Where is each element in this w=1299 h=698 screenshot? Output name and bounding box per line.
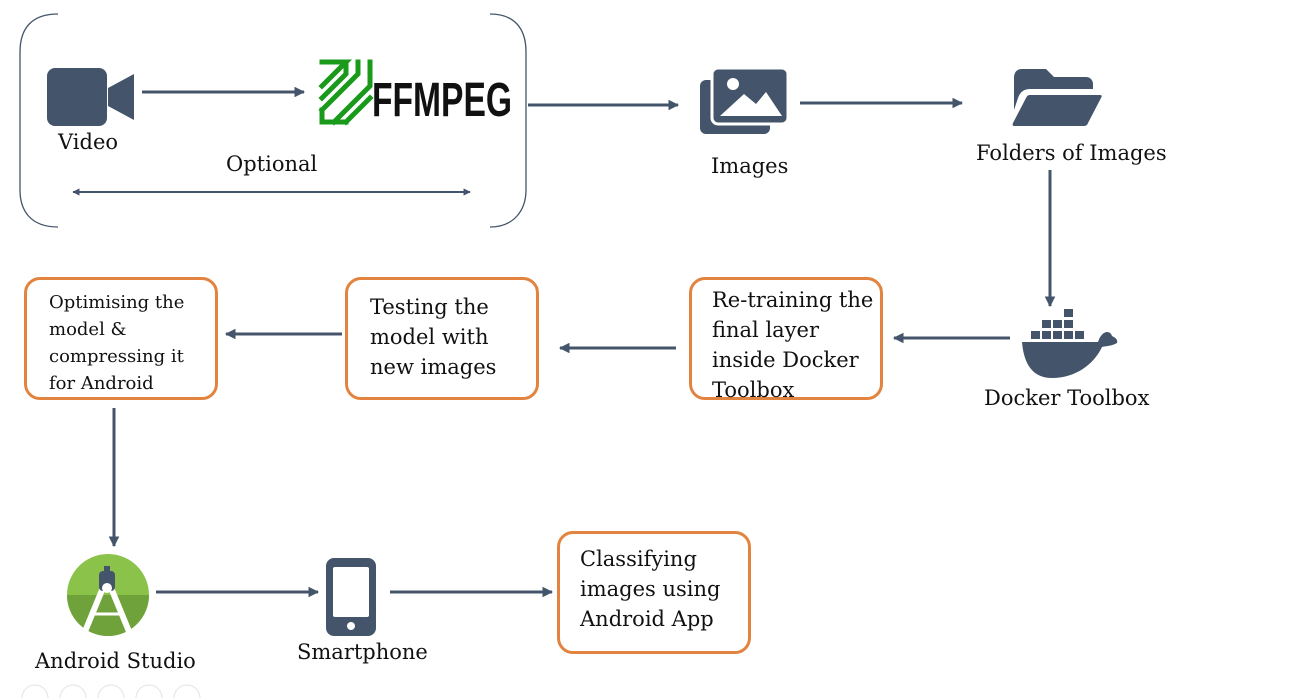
docker-whale-icon bbox=[1022, 309, 1118, 378]
optimise-text: Optimising the model & compressing it fo… bbox=[49, 292, 185, 394]
classify-box: Classifying images using Android App bbox=[557, 531, 751, 654]
optimise-box: Optimising the model & compressing it fo… bbox=[24, 277, 218, 400]
images-icon bbox=[700, 66, 790, 134]
retrain-box: Re-training the final layer inside Docke… bbox=[689, 277, 883, 402]
optional-label: Optional bbox=[226, 152, 318, 176]
android-studio-label: Android Studio bbox=[35, 649, 196, 673]
ffmpeg-logo: FFMPEG bbox=[318, 59, 512, 127]
smartphone-label: Smartphone bbox=[297, 640, 428, 664]
folders-label: Folders of Images bbox=[976, 141, 1167, 165]
docker-label: Docker Toolbox bbox=[984, 386, 1150, 410]
ffmpeg-logo-text: FFMPEG bbox=[372, 74, 512, 127]
optional-group-bracket bbox=[19, 13, 527, 228]
retrain-text: Re-training the final layer inside Docke… bbox=[712, 288, 874, 402]
testing-text: Testing the model with new images bbox=[370, 295, 497, 379]
images-label: Images bbox=[711, 154, 789, 178]
android-studio-icon bbox=[67, 554, 149, 637]
smartphone-icon bbox=[326, 558, 376, 636]
classify-text: Classifying images using Android App bbox=[580, 547, 721, 631]
video-label: Video bbox=[58, 130, 119, 154]
video-camera-icon bbox=[47, 68, 134, 126]
faint-toolbar-circles bbox=[21, 684, 201, 698]
testing-box: Testing the model with new images bbox=[345, 277, 539, 400]
folder-icon bbox=[1012, 69, 1102, 126]
